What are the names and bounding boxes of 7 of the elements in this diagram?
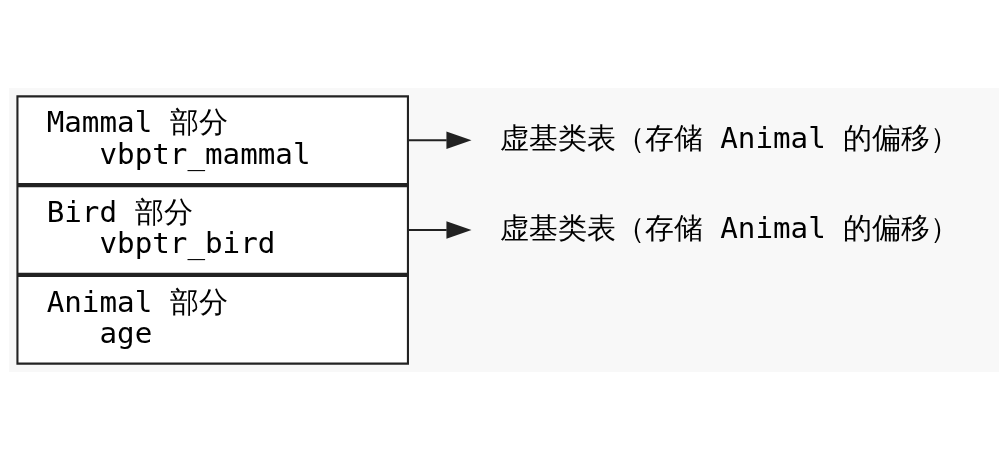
node-box: Animal 部分 age <box>16 274 409 365</box>
arrow <box>408 221 472 239</box>
arrow <box>408 131 472 149</box>
node-text: 虚基类表（存储 Animal 的偏移） <box>499 210 960 245</box>
node-box: Mammal 部分 vbptr_mammal <box>16 95 409 186</box>
node-text: 虚基类表（存储 Animal 的偏移） <box>499 120 960 155</box>
node-box: Bird 部分 vbptr_bird <box>16 185 409 275</box>
